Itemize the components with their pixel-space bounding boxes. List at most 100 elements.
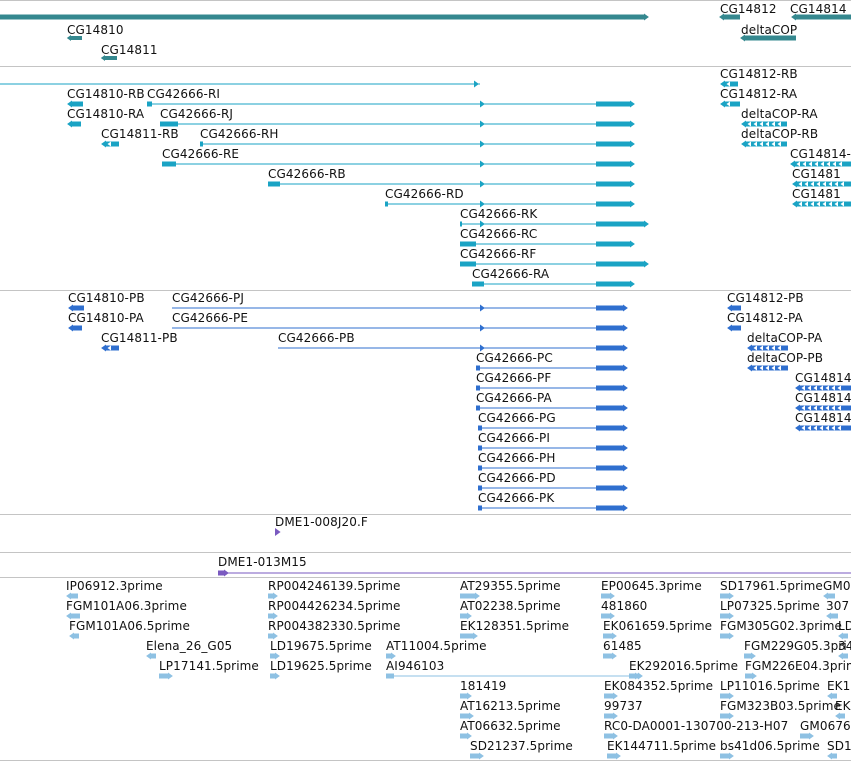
feature-label[interactable]: CG42666-RA	[472, 267, 550, 281]
feature-label[interactable]: 181419	[460, 679, 507, 693]
feature-label[interactable]: EK292016.5prime	[629, 659, 739, 673]
feature-label[interactable]: IP06912.3prime	[66, 579, 163, 593]
feature-label[interactable]: LP11016.5prime	[720, 679, 820, 693]
feature-glyph[interactable]	[385, 200, 635, 208]
feature-glyph[interactable]	[270, 652, 280, 660]
feature-glyph[interactable]	[727, 304, 741, 312]
feature-glyph[interactable]	[720, 100, 740, 108]
feature-glyph[interactable]	[476, 384, 628, 392]
feature-label[interactable]: RP004382330.5prime	[268, 619, 401, 633]
feature-glyph[interactable]	[68, 324, 82, 332]
feature-glyph[interactable]	[478, 484, 628, 492]
feature-label[interactable]: CG14812-RB	[720, 67, 798, 81]
feature-label[interactable]: 481860	[601, 599, 648, 613]
feature-label[interactable]: CG42666-RE	[162, 147, 240, 161]
feature-label[interactable]: SD21237.5prime	[470, 739, 573, 753]
feature-label[interactable]: LD19675.5prime	[270, 639, 372, 653]
feature-label[interactable]: CG42666-RJ	[160, 107, 234, 121]
feature-label[interactable]: AI946103	[386, 659, 445, 673]
feature-label[interactable]: deltaCOP-PA	[747, 331, 823, 345]
feature-glyph[interactable]	[720, 712, 734, 720]
feature-label[interactable]: GM0676	[800, 719, 851, 733]
feature-label[interactable]: CG42666-RI	[147, 87, 221, 101]
feature-label[interactable]: EK061659.5prime	[603, 619, 713, 633]
feature-glyph[interactable]	[460, 732, 472, 740]
feature-glyph[interactable]	[66, 35, 82, 41]
feature-glyph[interactable]	[67, 100, 83, 108]
feature-glyph[interactable]	[66, 612, 80, 620]
feature-glyph[interactable]	[604, 712, 618, 720]
feature-glyph[interactable]	[460, 612, 472, 620]
feature-glyph[interactable]	[100, 55, 117, 61]
feature-glyph[interactable]	[720, 752, 734, 760]
feature-label[interactable]: AT02238.5prime	[460, 599, 561, 613]
feature-label[interactable]: FGM101A06.3prime	[66, 599, 187, 613]
feature-label[interactable]: FGM226E04.3prime	[745, 659, 851, 673]
feature-label[interactable]: CG14811-RB	[101, 127, 179, 141]
feature-glyph[interactable]	[218, 569, 851, 577]
feature-glyph[interactable]	[147, 100, 635, 108]
feature-glyph[interactable]	[68, 304, 84, 312]
feature-glyph[interactable]	[604, 732, 618, 740]
feature-label[interactable]: CG14810-PB	[68, 291, 145, 305]
feature-glyph[interactable]	[472, 280, 635, 288]
feature-label[interactable]: CG14814	[795, 391, 851, 405]
feature-label[interactable]: DME1-013M15	[218, 555, 307, 569]
feature-label[interactable]: CG14810-PA	[68, 311, 144, 325]
feature-label[interactable]: FGM305G02.3prime	[720, 619, 843, 633]
feature-glyph[interactable]	[604, 692, 618, 700]
feature-label[interactable]: CG14814	[795, 371, 851, 385]
feature-label[interactable]: GM0	[823, 579, 851, 593]
feature-label[interactable]: CG14814-	[790, 147, 851, 161]
feature-label[interactable]: AT29355.5prime	[460, 579, 561, 593]
feature-glyph[interactable]	[101, 140, 119, 148]
feature-glyph[interactable]	[720, 692, 734, 700]
feature-glyph[interactable]	[478, 444, 628, 452]
feature-label[interactable]: 34	[838, 639, 851, 653]
feature-label[interactable]: CG14810-RA	[67, 107, 145, 121]
feature-glyph[interactable]	[470, 752, 484, 760]
feature-glyph[interactable]	[823, 592, 835, 600]
feature-glyph[interactable]	[827, 692, 837, 700]
feature-label[interactable]: bs41d06.5prime	[720, 739, 820, 753]
feature-glyph[interactable]	[719, 13, 740, 21]
feature-glyph[interactable]	[747, 364, 788, 372]
feature-label[interactable]: 99737	[604, 699, 643, 713]
feature-label[interactable]: CG14812-RA	[720, 87, 798, 101]
feature-label[interactable]: CG42666-PK	[478, 491, 555, 505]
feature-glyph[interactable]	[720, 632, 734, 640]
feature-glyph[interactable]	[826, 612, 838, 620]
feature-label[interactable]: CG1481	[792, 167, 841, 181]
feature-glyph[interactable]	[629, 672, 643, 680]
feature-glyph[interactable]	[741, 140, 787, 148]
feature-label[interactable]: CG42666-PE	[172, 311, 248, 325]
feature-glyph[interactable]	[159, 672, 173, 680]
feature-glyph[interactable]	[827, 752, 837, 760]
feature-label[interactable]: CG42666-PB	[278, 331, 355, 345]
feature-glyph[interactable]	[460, 220, 649, 228]
feature-label[interactable]: SD1	[827, 739, 851, 753]
feature-label[interactable]: deltaCOP	[741, 23, 798, 37]
feature-label[interactable]: LP07325.5prime	[720, 599, 820, 613]
feature-label[interactable]: AT06632.5prime	[460, 719, 561, 733]
feature-label[interactable]: CG42666-PD	[478, 471, 556, 485]
feature-label[interactable]: EK128351.5prime	[460, 619, 570, 633]
feature-glyph[interactable]	[800, 732, 814, 740]
feature-label[interactable]: EK084352.5prime	[604, 679, 714, 693]
feature-label[interactable]: CG42666-RD	[385, 187, 464, 201]
feature-glyph[interactable]	[460, 692, 472, 700]
feature-glyph[interactable]	[601, 592, 615, 600]
feature-label[interactable]: FGM101A06.5prime	[69, 619, 190, 633]
feature-glyph[interactable]	[460, 260, 649, 268]
feature-label[interactable]: 61485	[603, 639, 642, 653]
feature-label[interactable]: CG14812	[720, 2, 777, 16]
feature-label[interactable]: RC0-DA0001-130700-213-H07	[604, 719, 789, 733]
feature-label[interactable]: CG14812-PA	[727, 311, 803, 325]
feature-glyph[interactable]	[270, 672, 280, 680]
feature-label[interactable]: CG42666-RC	[460, 227, 538, 241]
feature-label[interactable]: EK	[835, 699, 851, 713]
feature-label[interactable]: DME1-008J20.F	[275, 515, 368, 529]
feature-label[interactable]: CG42666-PH	[478, 451, 556, 465]
feature-glyph[interactable]	[744, 652, 756, 660]
feature-glyph[interactable]	[838, 652, 848, 660]
